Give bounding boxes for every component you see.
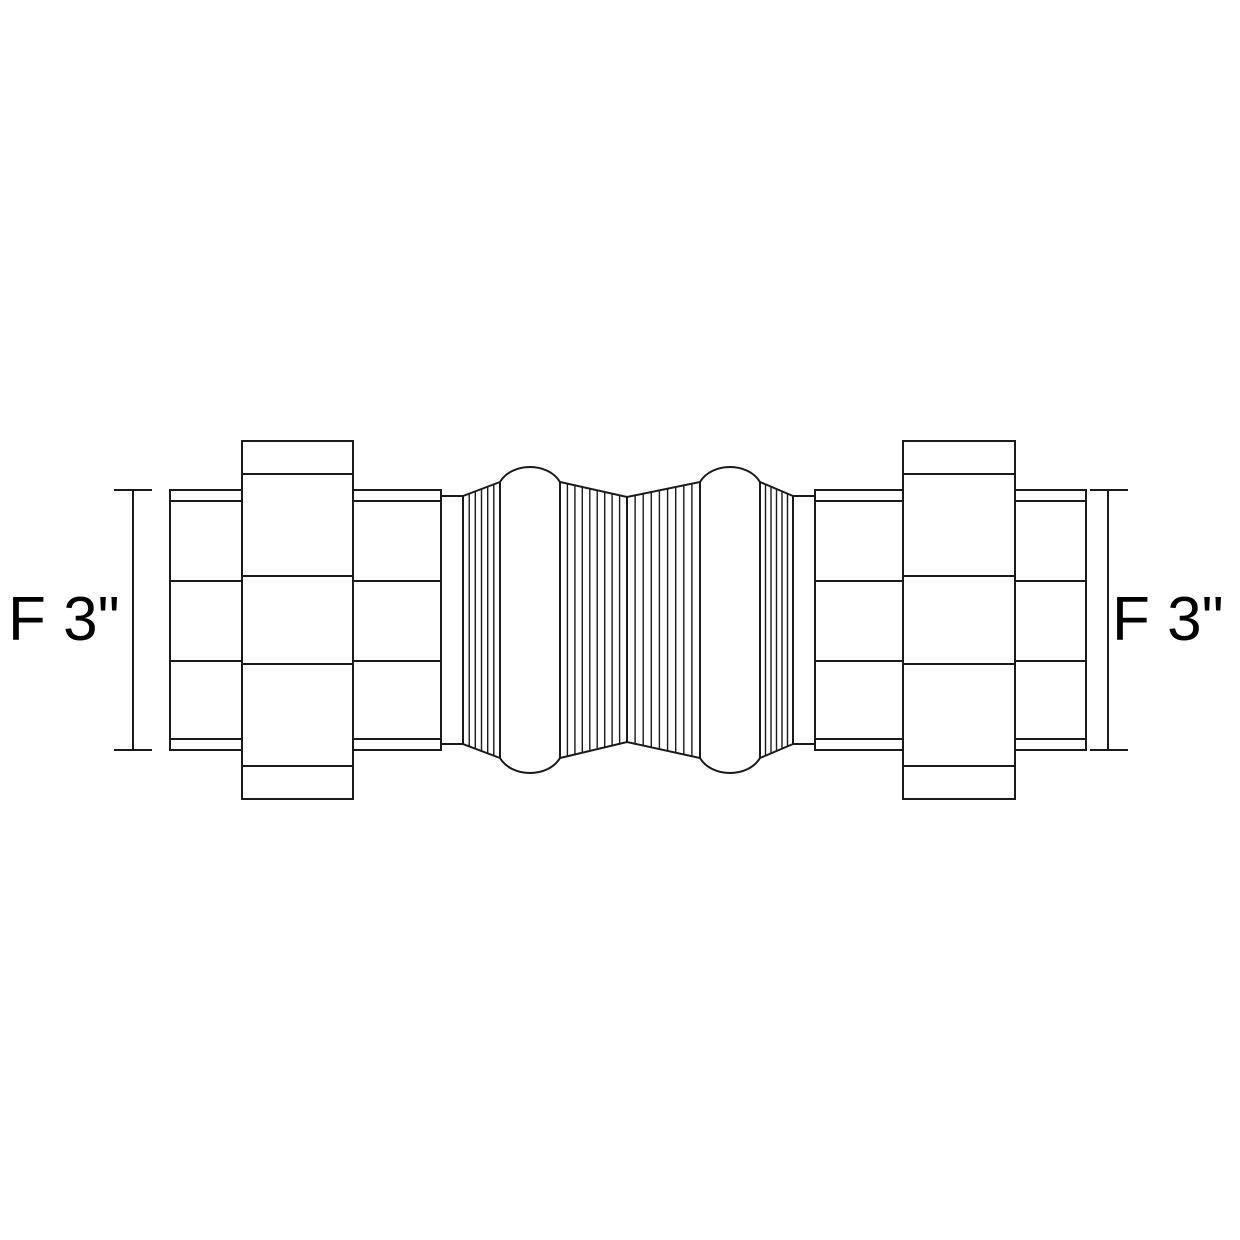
right-union-fitting bbox=[792, 440, 1087, 800]
double-sphere-bellows bbox=[462, 466, 794, 774]
bellows-outline bbox=[462, 466, 794, 774]
left-dimension-label: F 3" bbox=[8, 585, 120, 654]
right-dimension-label: F 3" bbox=[1112, 585, 1224, 654]
left-dimension-line bbox=[114, 489, 152, 751]
right-dimension-line bbox=[1090, 489, 1128, 751]
left-union-fitting bbox=[169, 440, 464, 800]
bellows-ribs bbox=[468, 483, 789, 757]
